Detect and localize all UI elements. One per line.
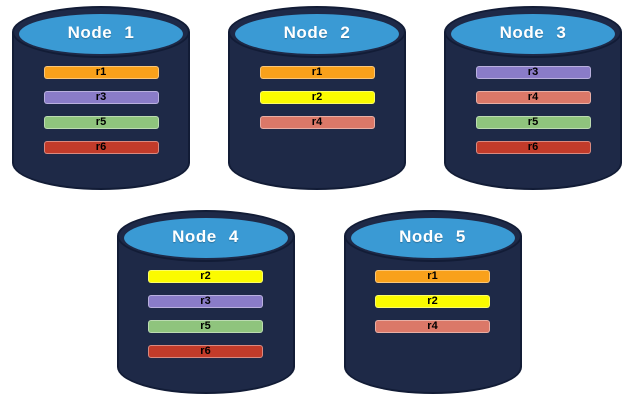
cylinder-body: [444, 32, 622, 190]
cylinder-lid: [451, 14, 615, 54]
replica-bar-r3: r3: [148, 295, 263, 308]
replica-bar-r3: r3: [475, 66, 591, 79]
replica-bar-r4: r4: [259, 116, 375, 129]
node-row-bottom: Node 4 r2 r3 r5 r6 Node 5 r1 r2 r4: [0, 210, 638, 394]
cylinder-lid: [19, 14, 183, 54]
cylinder-rim: [444, 6, 622, 58]
cylinder-rim: [116, 210, 295, 262]
replica-list: r1 r2 r4: [228, 66, 406, 129]
replica-bar-r6: r6: [148, 345, 263, 358]
replica-bar-r4: r4: [375, 320, 490, 333]
node-cylinder-4: Node 4 r2 r3 r5 r6: [116, 210, 295, 394]
replica-bar-r2: r2: [375, 295, 490, 308]
replica-bar-r1: r1: [43, 66, 159, 79]
replica-bar-r3: r3: [43, 91, 159, 104]
replica-bar-r2: r2: [259, 91, 375, 104]
node-cylinder-2: Node 2 r1 r2 r4: [228, 6, 406, 190]
replica-bar-r2: r2: [148, 270, 263, 283]
replica-bar-r6: r6: [475, 141, 591, 154]
cylinder-lid: [123, 218, 288, 258]
cylinder-body: [228, 32, 406, 190]
cylinder-rim: [228, 6, 406, 58]
node-cylinder-5: Node 5 r1 r2 r4: [343, 210, 522, 394]
node-title: Node 2: [283, 23, 351, 42]
cylinder-rim: [12, 6, 190, 58]
replica-bar-r1: r1: [259, 66, 375, 79]
cylinder-lid: [235, 14, 399, 54]
replica-bar-r5: r5: [148, 320, 263, 333]
replica-list: r2 r3 r5 r6: [117, 270, 295, 358]
cylinder-rim: [343, 210, 522, 262]
replica-bar-r1: r1: [375, 270, 490, 283]
replica-list: r1 r3 r5 r6: [12, 66, 190, 154]
node-cylinder-3: Node 3 r3 r4 r5 r6: [444, 6, 622, 190]
replica-bar-r5: r5: [43, 116, 159, 129]
node-title: Node 4: [172, 227, 239, 246]
replica-list: r1 r2 r4: [344, 270, 522, 333]
cylinder-lid: [350, 218, 515, 258]
cylinder-body: [343, 236, 522, 394]
replica-bar-r5: r5: [475, 116, 591, 129]
node-title: Node 1: [67, 23, 135, 42]
node-cylinder-1: Node 1 r1 r3 r5 r6: [12, 6, 190, 190]
cylinder-body: [116, 236, 295, 394]
replica-list: r3 r4 r5 r6: [444, 66, 622, 154]
replica-bar-r4: r4: [475, 91, 591, 104]
replica-bar-r6: r6: [43, 141, 159, 154]
node-title: Node 5: [399, 227, 466, 246]
node-title: Node 3: [499, 23, 567, 42]
cylinder-body: [12, 32, 190, 190]
